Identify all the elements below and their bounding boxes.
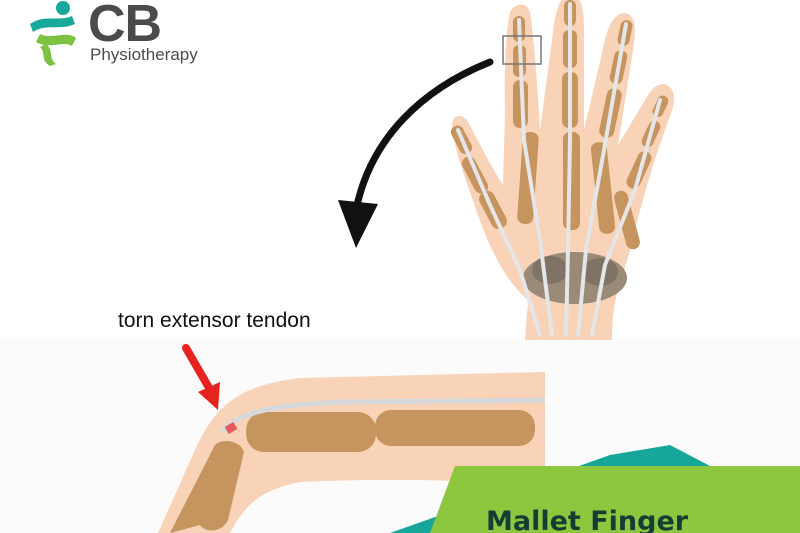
brand-logo-text: CB — [88, 0, 162, 53]
torn-tendon-pointer-icon — [182, 344, 220, 410]
banner-title: Mallet Finger — [486, 506, 689, 533]
torn-tendon-label: torn extensor tendon — [118, 309, 311, 332]
curved-arrow-icon — [338, 58, 494, 248]
runner-logo-icon — [30, 1, 76, 66]
banner-shapes — [390, 445, 800, 533]
hand-skeleton-icon — [450, 0, 675, 340]
brand-subtitle: Physiotherapy — [90, 45, 198, 64]
finger-cross-section-icon — [158, 372, 546, 533]
